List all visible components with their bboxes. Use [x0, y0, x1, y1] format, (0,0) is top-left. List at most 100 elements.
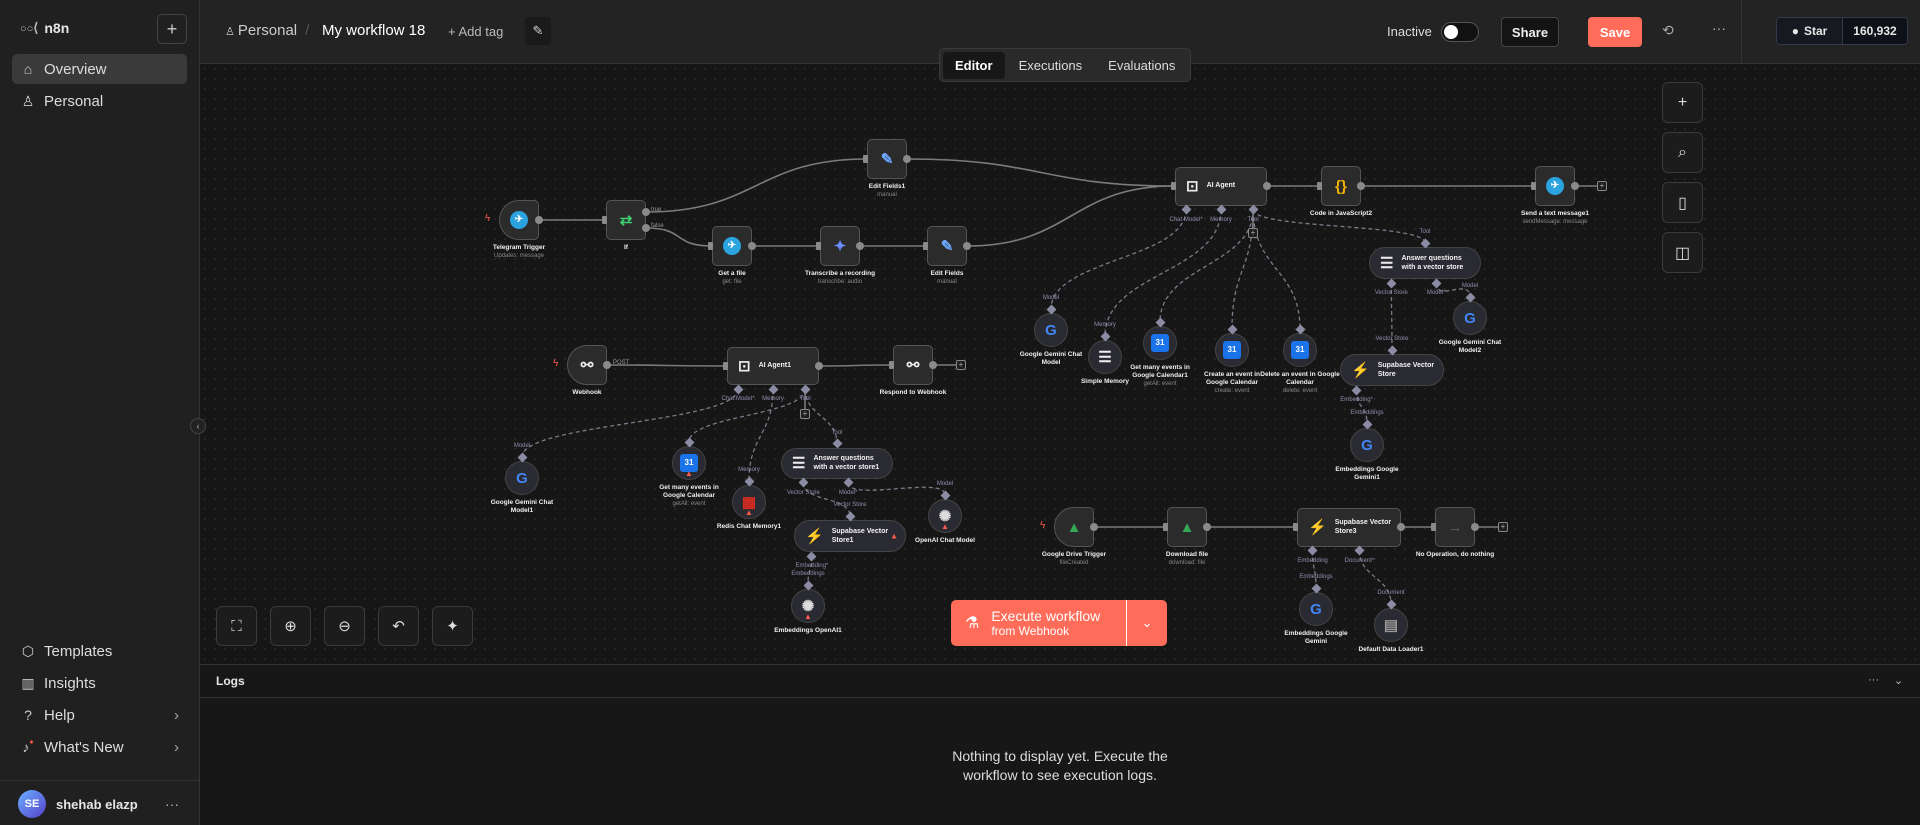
- output-port[interactable]: [1471, 523, 1479, 531]
- output-port[interactable]: [856, 242, 864, 250]
- input-port[interactable]: [1431, 523, 1436, 531]
- node-if[interactable]: ⇄If: [606, 200, 646, 251]
- sub-connection-agent-calc[interactable]: [1231, 209, 1254, 330]
- sidebar-item-insights[interactable]: ▥Insights: [12, 668, 187, 698]
- sidebar-item-whats-new[interactable]: ♪●What's New›: [12, 732, 187, 762]
- breadcrumb-project[interactable]: ♙ Personal/: [225, 22, 309, 39]
- zoom-out-button[interactable]: ⊖: [324, 606, 365, 646]
- input-port[interactable]: [1171, 182, 1176, 190]
- add-connection-button[interactable]: +: [956, 360, 966, 370]
- node-embeddings-openai1[interactable]: ✺Embeddings OpenAI1▲: [774, 589, 842, 634]
- sidebar-item-overview[interactable]: ⌂Overview: [12, 54, 187, 84]
- add-connection-button[interactable]: +: [1498, 522, 1508, 532]
- history-icon[interactable]: ⟲: [1662, 22, 1674, 38]
- output-port[interactable]: [929, 361, 937, 369]
- add-node-button[interactable]: +: [1662, 82, 1703, 123]
- execute-dropdown-chevron-icon[interactable]: ⌄: [1141, 615, 1153, 630]
- output-port[interactable]: [1263, 182, 1271, 190]
- connection-if-edit1[interactable]: [645, 158, 868, 213]
- sub-connection-agent-gem[interactable]: [1050, 209, 1187, 310]
- edit-description-icon[interactable]: ✎: [525, 17, 551, 45]
- output-port[interactable]: [1571, 182, 1579, 190]
- sub-connection-agent1-aq1[interactable]: [804, 388, 838, 444]
- user-options-icon[interactable]: ···: [165, 796, 179, 812]
- output-port[interactable]: [642, 224, 650, 232]
- sidebar-item-templates[interactable]: ⬡Templates: [12, 636, 187, 666]
- sub-connection-agent-cald[interactable]: [1252, 209, 1301, 330]
- sidebar-item-help[interactable]: ?Help›: [12, 700, 187, 730]
- node-supabase-vector-store[interactable]: ⚡Supabase Vector Store: [1340, 354, 1444, 386]
- input-port[interactable]: [1163, 523, 1168, 531]
- workflow-title[interactable]: My workflow 18: [322, 22, 426, 39]
- connection-agent1-respond[interactable]: [818, 364, 894, 367]
- more-options-icon[interactable]: ···: [1712, 20, 1726, 36]
- add-connection-button[interactable]: +: [1597, 181, 1607, 191]
- sub-connection-agent1-calg[interactable]: [688, 388, 806, 443]
- tab-evaluations[interactable]: Evaluations: [1108, 57, 1176, 73]
- sub-connection-aq1-oai[interactable]: [847, 482, 946, 496]
- node-answer-questions-with-a-vector-store1[interactable]: ☰Answer questions with a vector store1: [781, 447, 893, 479]
- fit-view-button[interactable]: ⛶: [216, 606, 257, 646]
- input-port[interactable]: [1531, 182, 1536, 190]
- output-port[interactable]: [535, 216, 543, 224]
- active-toggle[interactable]: [1441, 22, 1479, 42]
- output-port[interactable]: [603, 361, 611, 369]
- node-openai-chat-model[interactable]: ✺OpenAI Chat Model▲: [915, 499, 975, 544]
- add-connection-button[interactable]: +: [800, 409, 810, 419]
- save-button[interactable]: Save: [1588, 17, 1642, 47]
- output-port[interactable]: [1357, 182, 1365, 190]
- node-answer-questions-with-a-vector-store[interactable]: ☰Answer questions with a vector store: [1369, 247, 1481, 279]
- connection-edit-agent[interactable]: [966, 185, 1176, 247]
- output-port[interactable]: [748, 242, 756, 250]
- connection-webhook-agent1[interactable]: [606, 364, 728, 367]
- node-supabase-vector-store1[interactable]: ⚡Supabase Vector Store1▲: [794, 520, 906, 552]
- add-connection-button[interactable]: +: [1248, 228, 1258, 238]
- sub-connection-aq1-sup1[interactable]: [802, 482, 851, 517]
- tab-editor[interactable]: Editor: [943, 51, 1005, 79]
- sidebar-item-personal[interactable]: ♙Personal: [12, 86, 187, 116]
- input-port[interactable]: [602, 216, 607, 224]
- node-simple-memory[interactable]: ☰Simple Memory: [1081, 340, 1129, 385]
- sub-connection-agent-aq[interactable]: [1252, 209, 1426, 244]
- output-port[interactable]: [903, 155, 911, 163]
- node-redis-chat-memory1[interactable]: ▦Redis Chat Memory1▲: [717, 485, 781, 530]
- node-supabase-vector-store3[interactable]: ⚡Supabase Vector Store3: [1297, 507, 1401, 547]
- output-port[interactable]: [963, 242, 971, 250]
- create-new-button[interactable]: +: [157, 14, 187, 44]
- input-port[interactable]: [923, 242, 928, 250]
- input-port[interactable]: [816, 242, 821, 250]
- output-port[interactable]: [642, 208, 650, 216]
- node-no-operation-do-nothing[interactable]: →No Operation, do nothing: [1416, 507, 1494, 558]
- output-port[interactable]: [1397, 523, 1405, 531]
- sub-connection-agent-mem[interactable]: [1104, 209, 1222, 337]
- tab-executions[interactable]: Executions: [1018, 57, 1083, 73]
- search-nodes-button[interactable]: ⌕: [1662, 132, 1703, 173]
- input-port[interactable]: [863, 155, 868, 163]
- add-tag-button[interactable]: + Add tag: [448, 24, 504, 39]
- undo-button[interactable]: ↶: [378, 606, 419, 646]
- node-respond-to-webhook[interactable]: ⚯Respond to Webhook: [880, 345, 946, 396]
- input-port[interactable]: [708, 242, 713, 250]
- logs-collapse-chevron-icon[interactable]: ⌄: [1894, 675, 1904, 687]
- sub-connection-agent-cal1[interactable]: [1159, 209, 1254, 323]
- input-port[interactable]: [889, 361, 894, 369]
- output-port[interactable]: [1090, 523, 1098, 531]
- node-code-in-javascript2[interactable]: {}Code in JavaScript2: [1310, 166, 1372, 217]
- n8n-logo[interactable]: ○○⟨n8n: [20, 20, 69, 36]
- input-port[interactable]: [1293, 523, 1298, 531]
